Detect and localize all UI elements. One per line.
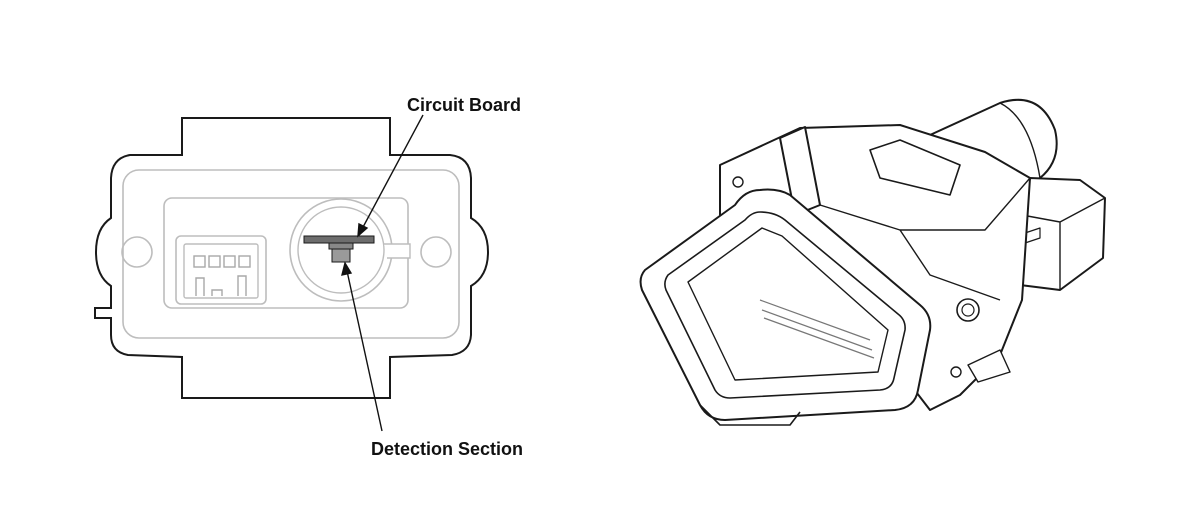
circuit-board-leader <box>361 114 424 230</box>
opening-depth-lines <box>759 299 875 359</box>
connector-block <box>175 235 267 305</box>
front-opening <box>687 227 889 381</box>
iso-mount-hole-right-inner <box>961 303 975 317</box>
detection-section-label: Detection Section <box>371 439 523 459</box>
callout-lines <box>341 114 424 432</box>
inner-frame <box>122 169 460 339</box>
body-edge-lines <box>819 177 1031 301</box>
bezel-underside <box>699 404 801 426</box>
connector-pins <box>193 255 251 296</box>
rear-cylinder-edge <box>999 102 1041 179</box>
sensor-window-tab <box>384 243 411 259</box>
iso-mount-hole-bottom <box>950 366 962 378</box>
sensor-front-view <box>94 117 490 399</box>
detection-element <box>331 248 351 263</box>
circuit-board-arrowhead <box>357 222 369 238</box>
left-mount-hole <box>121 236 153 268</box>
detection-section-arrowhead <box>341 261 353 276</box>
circuit-board-label: Circuit Board <box>407 95 521 115</box>
detection-element-base <box>328 242 354 250</box>
sensor-isometric-view <box>639 98 1106 426</box>
sensor-window-inner <box>297 206 385 294</box>
bottom-tab <box>967 349 1011 383</box>
detection-section-leader <box>346 270 383 432</box>
iso-mount-hole-left <box>732 176 744 188</box>
top-clip <box>869 139 961 196</box>
connector-inner <box>183 243 259 299</box>
circuit-board-shape <box>303 235 375 244</box>
right-mount-hole <box>420 236 452 268</box>
